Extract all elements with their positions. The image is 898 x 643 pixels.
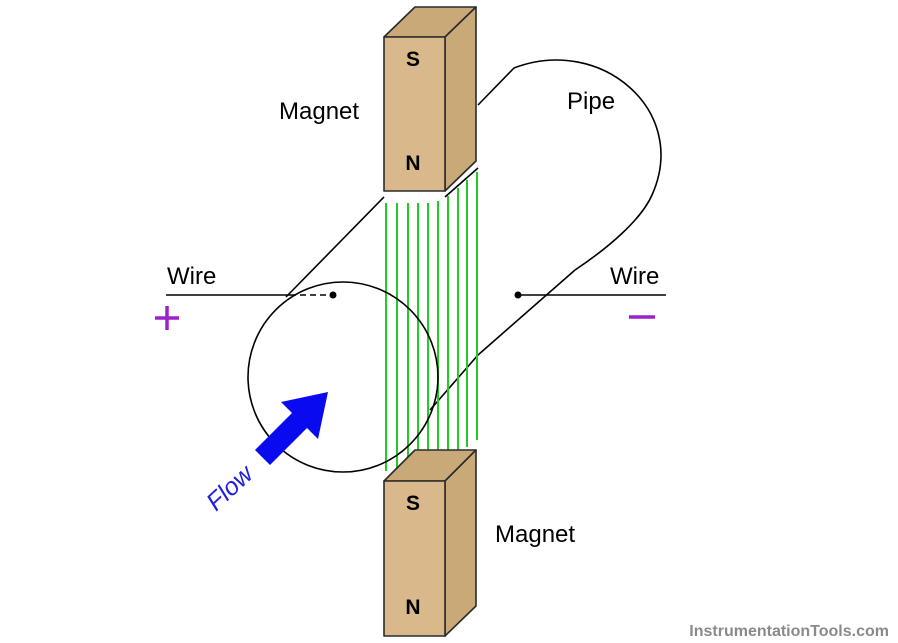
watermark: InstrumentationTools.com [689,623,889,640]
pipe-lower-wall [477,269,576,356]
pipe [285,59,662,411]
pipe-upper-wall-behind-magnet [444,167,479,198]
pipe-near-end [247,281,439,473]
magnet-top-front-face [383,36,446,192]
magnet-top-side-face [444,6,477,192]
electrode-left [329,291,337,299]
magnet-top-pole-s: S [406,48,420,71]
magnet-bottom-pole-n: N [405,596,420,619]
plus-sign-icon [155,306,179,330]
magnet-top-pole-n: N [405,152,420,175]
electrode-right [514,291,522,299]
pipe-upper-wall [285,196,385,298]
magnet-bottom-front-face [383,480,446,637]
flow-label: Flow [201,459,260,517]
wire-left [166,291,337,299]
wire-right [514,291,666,299]
wire-left-label: Wire [167,263,216,290]
wire-right-label: Wire [610,263,659,290]
pipe-label: Pipe [567,88,615,115]
field-lines [385,172,478,471]
magnet-bottom-pole-s: S [406,492,420,515]
magnet-bottom-side-face [444,449,477,637]
flow-arrow [255,392,328,465]
magnet-top [383,6,477,192]
magnet-bottom-label: Magnet [495,521,575,548]
magnet-bottom [383,449,477,637]
pipe-far-end [477,59,662,271]
magnet-top-label: Magnet [279,98,359,125]
